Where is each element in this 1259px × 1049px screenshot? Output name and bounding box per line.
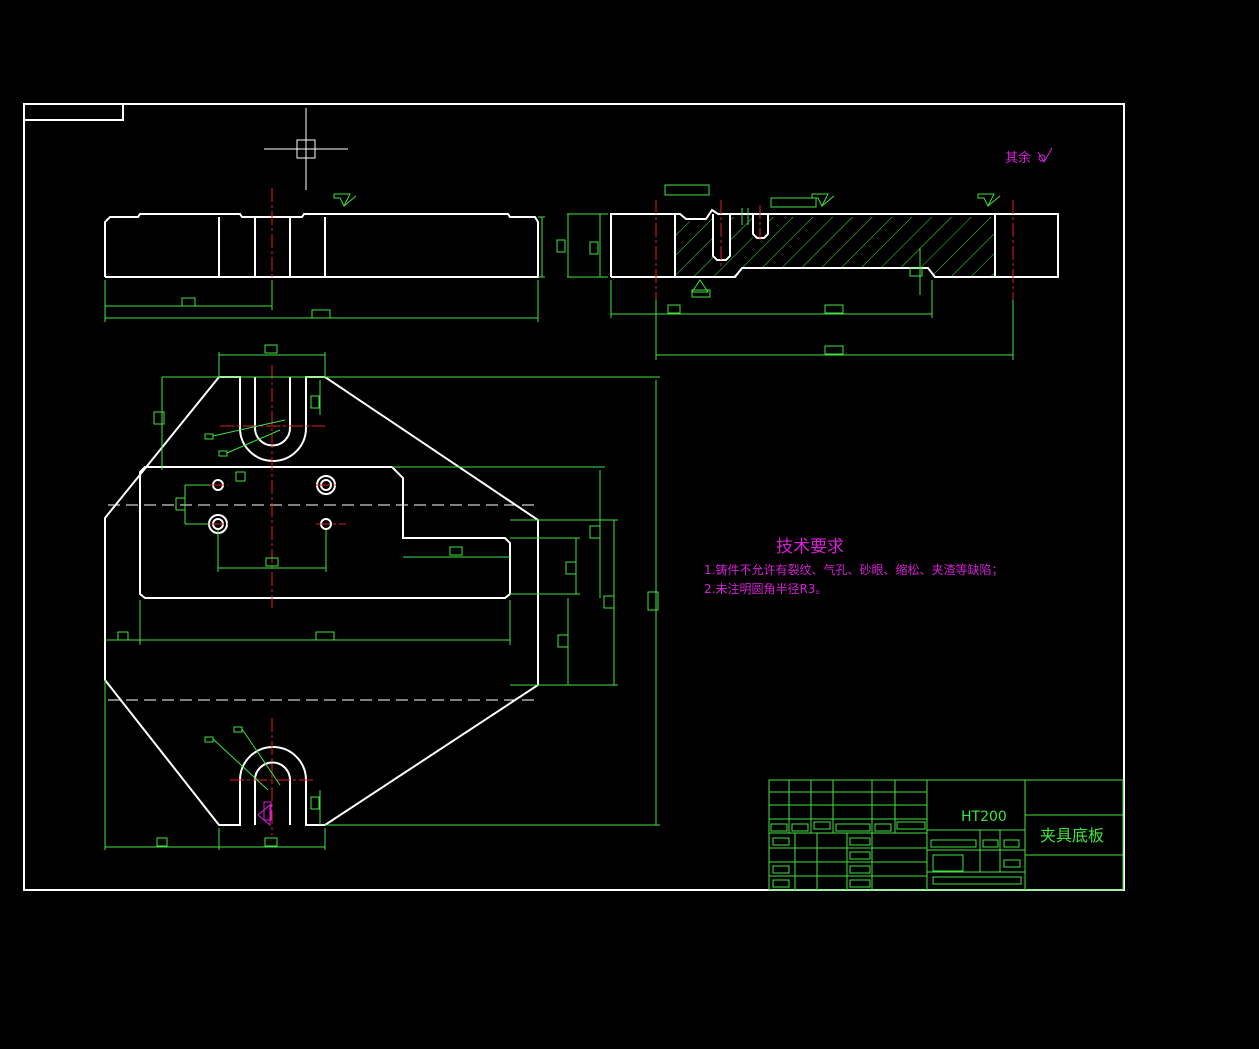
tech-req-title: 技术要求	[776, 537, 844, 557]
roughness-symbol-icon	[1037, 147, 1053, 163]
drawing-frame	[23, 103, 1125, 891]
front-view	[104, 188, 545, 322]
surface-note-text: 其余	[1005, 150, 1031, 166]
top-view	[104, 344, 660, 850]
section-view	[556, 184, 1059, 360]
surface-roughness-note: 其余	[1005, 147, 1053, 166]
technical-requirements: 技术要求 1.铸件不允许有裂纹、气孔、砂眼、缩松、夹渣等缺陷； 2.未注明圆角半…	[704, 537, 1003, 596]
part-name-label: 夹具底板	[1040, 826, 1104, 845]
material-label: HT200	[961, 809, 1007, 825]
crosshair-cursor	[264, 108, 348, 190]
tech-req-item-1: 1.铸件不允许有裂纹、气孔、砂眼、缩松、夹渣等缺陷；	[704, 562, 1003, 577]
title-block: HT200 夹具底板	[768, 779, 1124, 891]
tech-req-item-2: 2.未注明圆角半径R3。	[704, 581, 827, 596]
